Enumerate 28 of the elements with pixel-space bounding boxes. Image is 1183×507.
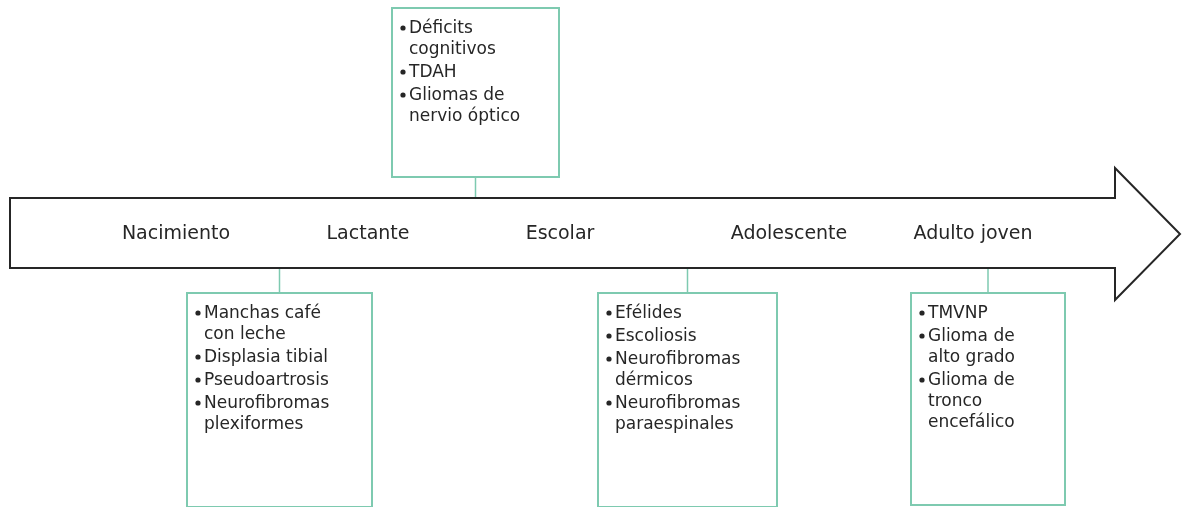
symptom-list-box — [910, 292, 1066, 506]
list-item: TMVNP — [928, 302, 988, 322]
stage-label: Escolar — [525, 221, 595, 243]
list-item: Neurofibromas plexiformes — [204, 392, 330, 433]
symptom-list-box — [391, 7, 560, 178]
list-item: Glioma de alto grado — [928, 325, 1015, 366]
list-item: Déficits cognitivos — [409, 17, 496, 58]
connector-line — [987, 267, 989, 293]
timeline-arrow — [10, 166, 1182, 302]
list-item: Glioma de tronco encefálico — [928, 369, 1015, 431]
stage-label: Lactante — [326, 221, 410, 243]
symptom-list-box — [597, 292, 778, 507]
list-item: Pseudoartrosis — [204, 369, 329, 389]
stage-label: Adolescente — [730, 221, 848, 243]
list-item: Neurofibromas paraespinales — [615, 392, 741, 433]
list-item: TDAH — [409, 61, 457, 81]
stage-label: Nacimiento — [121, 221, 231, 243]
list-item: Neurofibromas dérmicos — [615, 348, 741, 389]
list-item: Gliomas de nervio óptico — [409, 84, 521, 125]
stage-label: Adulto joven — [913, 221, 1033, 243]
list-item: Escoliosis — [615, 325, 697, 345]
connector-line — [474, 177, 477, 199]
list-item: Efélides — [615, 302, 682, 322]
list-item: Manchas café con leche — [204, 302, 321, 343]
list-item: Displasia tibial — [204, 346, 329, 366]
connector-line — [278, 267, 281, 293]
connector-line — [686, 267, 689, 293]
symptom-list-box — [186, 292, 373, 507]
